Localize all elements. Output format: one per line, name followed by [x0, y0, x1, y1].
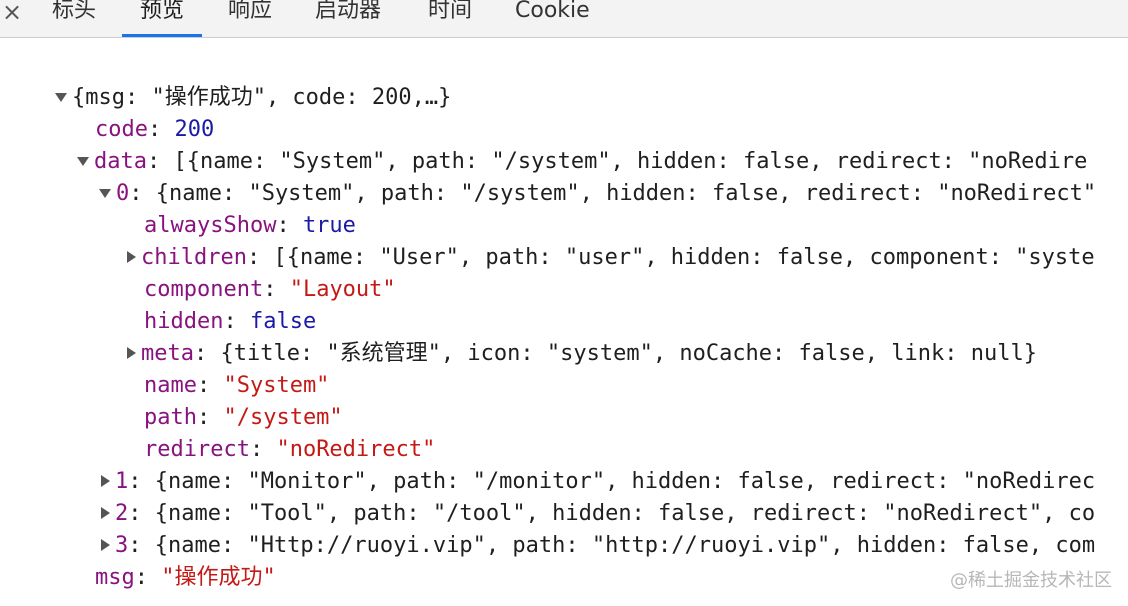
- property-key: alwaysShow: [143, 213, 277, 238]
- tree-root-row[interactable]: {msg: "操作成功", code: 200,…}: [2, 50, 451, 110]
- property-key: msg: [94, 565, 135, 590]
- tab-initiator[interactable]: 启动器: [315, 0, 382, 23]
- expanded-triangle-icon[interactable]: [54, 92, 67, 102]
- close-icon[interactable]: ×: [2, 0, 23, 26]
- collapsed-triangle-icon[interactable]: [126, 251, 136, 263]
- tree-row-alwaysshow: alwaysShow: true: [143, 213, 356, 238]
- string-value: "/system": [223, 405, 343, 430]
- string-value: "Layout": [289, 277, 396, 302]
- tree-row-meta[interactable]: meta: {title: "系统管理", icon: "system", no…: [72, 306, 1037, 366]
- tree-row-children[interactable]: children: [{name: "User", path: "user", …: [72, 210, 1095, 270]
- number-value: 200: [174, 117, 215, 142]
- collapsed-triangle-icon[interactable]: [100, 539, 110, 551]
- object-summary: {name: "Monitor", path: "/monitor", hidd…: [154, 469, 1096, 494]
- tree-row-hidden: hidden: false: [143, 309, 317, 334]
- tree-row-component: component: "Layout": [143, 277, 396, 302]
- object-summary: {name: "Http://ruoyi.vip", path: "http:/…: [154, 533, 1096, 558]
- tab-response[interactable]: 响应: [228, 0, 273, 23]
- property-key: hidden: [143, 309, 224, 334]
- index-key: 1: [114, 469, 129, 494]
- boolean-value: false: [249, 309, 317, 334]
- property-key: meta: [140, 341, 194, 366]
- index-key: 2: [114, 501, 129, 526]
- property-key: code: [94, 117, 148, 142]
- tree-row-data[interactable]: data: [{name: "System", path: "/system",…: [24, 114, 1087, 174]
- collapsed-triangle-icon[interactable]: [126, 347, 136, 359]
- collapsed-triangle-icon[interactable]: [100, 475, 110, 487]
- tree-row-msg: msg: "操作成功": [94, 565, 276, 590]
- property-key: name: [143, 373, 197, 398]
- expanded-triangle-icon[interactable]: [76, 156, 89, 166]
- object-summary: {name: "Tool", path: "/tool", hidden: fa…: [154, 501, 1096, 526]
- object-summary: [{name: "System", path: "/system", hidde…: [173, 149, 1088, 174]
- index-key: 0: [115, 181, 130, 206]
- property-key: children: [140, 245, 247, 270]
- tree-row-item-2[interactable]: 2: {name: "Tool", path: "/tool", hidden:…: [46, 466, 1095, 526]
- property-key: component: [143, 277, 264, 302]
- object-summary: {title: "系统管理", icon: "system", noCache:…: [220, 341, 1037, 366]
- watermark: @稀土掘金技术社区: [950, 570, 1112, 591]
- tab-headers[interactable]: 标头: [52, 0, 97, 23]
- tree-row-item-1[interactable]: 1: {name: "Monitor", path: "/monitor", h…: [46, 434, 1095, 494]
- tree-row-item-0[interactable]: 0: {name: "System", path: "/system", hid…: [46, 146, 1096, 206]
- object-summary: {name: "System", path: "/system", hidden…: [155, 181, 1097, 206]
- tab-cookies[interactable]: Cookie: [515, 0, 590, 23]
- tab-timing[interactable]: 时间: [428, 0, 473, 23]
- index-key: 3: [114, 533, 129, 558]
- string-value: "noRedirect": [276, 437, 436, 462]
- property-key: path: [143, 405, 197, 430]
- tree-row-path: path: "/system": [143, 405, 343, 430]
- tree-row-code: code: 200: [94, 117, 215, 142]
- object-summary: [{name: "User", path: "user", hidden: fa…: [273, 245, 1095, 270]
- string-value: "操作成功": [161, 565, 276, 590]
- root-summary: {msg: "操作成功", code: 200,…}: [71, 85, 452, 110]
- string-value: "System": [223, 373, 330, 398]
- tree-row-item-3[interactable]: 3: {name: "Http://ruoyi.vip", path: "htt…: [46, 498, 1095, 558]
- expanded-triangle-icon[interactable]: [98, 188, 111, 198]
- tree-row-redirect: redirect: "noRedirect": [143, 437, 436, 462]
- preview-tab-bar: × 标头 预览 响应 启动器 时间 Cookie: [0, 0, 1128, 38]
- boolean-value: true: [302, 213, 356, 238]
- property-key: data: [93, 149, 147, 174]
- collapsed-triangle-icon[interactable]: [100, 507, 110, 519]
- property-key: redirect: [143, 437, 250, 462]
- tab-preview[interactable]: 预览: [121, 0, 203, 37]
- tree-row-name: name: "System": [143, 373, 330, 398]
